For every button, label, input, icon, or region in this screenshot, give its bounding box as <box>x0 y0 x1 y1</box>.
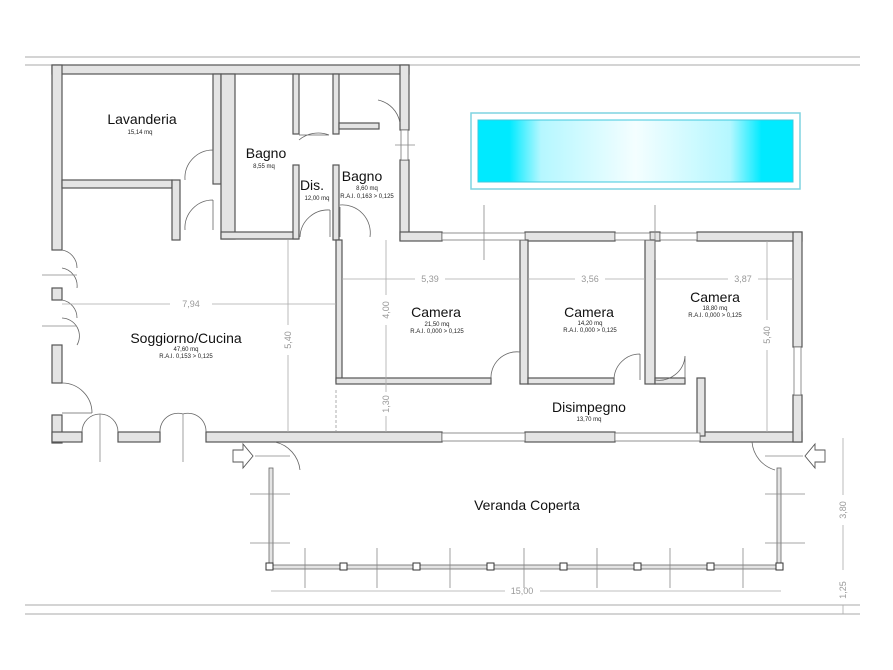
room-lavanderia: Lavanderia 15,14 mq <box>107 111 176 136</box>
veranda-structure <box>250 467 805 588</box>
doors <box>42 99 776 471</box>
room-name: Camera <box>564 304 614 320</box>
room-veranda-coperta: Veranda Coperta <box>474 497 580 513</box>
dim-margin-depth: 1,25 <box>838 581 848 599</box>
walls <box>51 64 803 444</box>
entrance-arrow-right-icon <box>804 442 826 470</box>
room-area: 12,00 mq <box>304 196 329 202</box>
room-camera-3: Camera 18,80 mq R.A.I. 0,000 > 0,125 <box>688 289 742 319</box>
room-area: 18,80 mq <box>702 306 727 312</box>
room-area: 14,20 mq <box>577 321 602 327</box>
room-area: 8,60 mq <box>356 186 378 192</box>
room-disimpegno-small: Dis. 12,00 mq <box>300 177 330 202</box>
dim-camera1-depth: 4,00 <box>381 301 391 319</box>
room-camera-2: Camera 14,20 mq R.A.I. 0,000 > 0,125 <box>563 304 617 334</box>
room-bagno-2: Bagno 8,60 mq R.A.I. 0,163 > 0,125 <box>340 168 394 200</box>
dim-veranda-depth: 3,80 <box>838 501 848 519</box>
room-area: 47,60 mq <box>173 347 198 353</box>
dim-soggiorno-width: 7,94 <box>182 299 200 309</box>
room-name: Camera <box>411 304 461 320</box>
room-rai: R.A.I. 0,000 > 0,125 <box>563 328 617 334</box>
room-name: Camera <box>690 289 740 305</box>
dimension-lines <box>62 240 844 614</box>
dim-camera1-width: 5,39 <box>421 274 439 284</box>
room-name: Bagno <box>342 168 383 184</box>
entrance-arrow-left-icon <box>232 442 254 470</box>
room-disimpegno: Disimpegno 13,70 mq <box>552 399 626 423</box>
dim-veranda-width: 15,00 <box>511 586 534 596</box>
room-camera-1: Camera 21,50 mq R.A.I. 0,000 > 0,125 <box>410 304 464 335</box>
room-rai: R.A.I. 0,000 > 0,125 <box>688 313 742 319</box>
dim-soggiorno-depth: 5,40 <box>283 331 293 349</box>
dim-camera3-depth: 5,40 <box>762 326 772 344</box>
room-area: 13,70 mq <box>576 417 601 423</box>
room-name: Disimpegno <box>552 399 626 415</box>
room-name: Veranda Coperta <box>474 497 580 513</box>
swimming-pool <box>470 112 801 190</box>
room-rai: R.A.I. 0,163 > 0,125 <box>340 194 394 200</box>
room-area: 8,55 mq <box>253 164 275 170</box>
windows <box>395 129 802 442</box>
dim-disimpegno-depth: 1,30 <box>381 395 391 413</box>
room-rai: R.A.I. 0,153 > 0,125 <box>159 354 213 360</box>
room-name: Dis. <box>300 177 324 193</box>
room-name: Soggiorno/Cucina <box>130 330 242 346</box>
room-name: Lavanderia <box>107 111 176 127</box>
room-soggiorno-cucina: Soggiorno/Cucina 47,60 mq R.A.I. 0,153 >… <box>130 330 242 360</box>
room-area: 21,50 mq <box>424 322 449 328</box>
room-bagno-1: Bagno 8,55 mq <box>246 145 287 170</box>
room-area: 15,14 mq <box>127 130 152 136</box>
dim-camera3-width: 3,87 <box>734 274 752 284</box>
dim-camera2-width: 3,56 <box>581 274 599 284</box>
room-name: Bagno <box>246 145 287 161</box>
room-rai: R.A.I. 0,000 > 0,125 <box>410 329 464 335</box>
